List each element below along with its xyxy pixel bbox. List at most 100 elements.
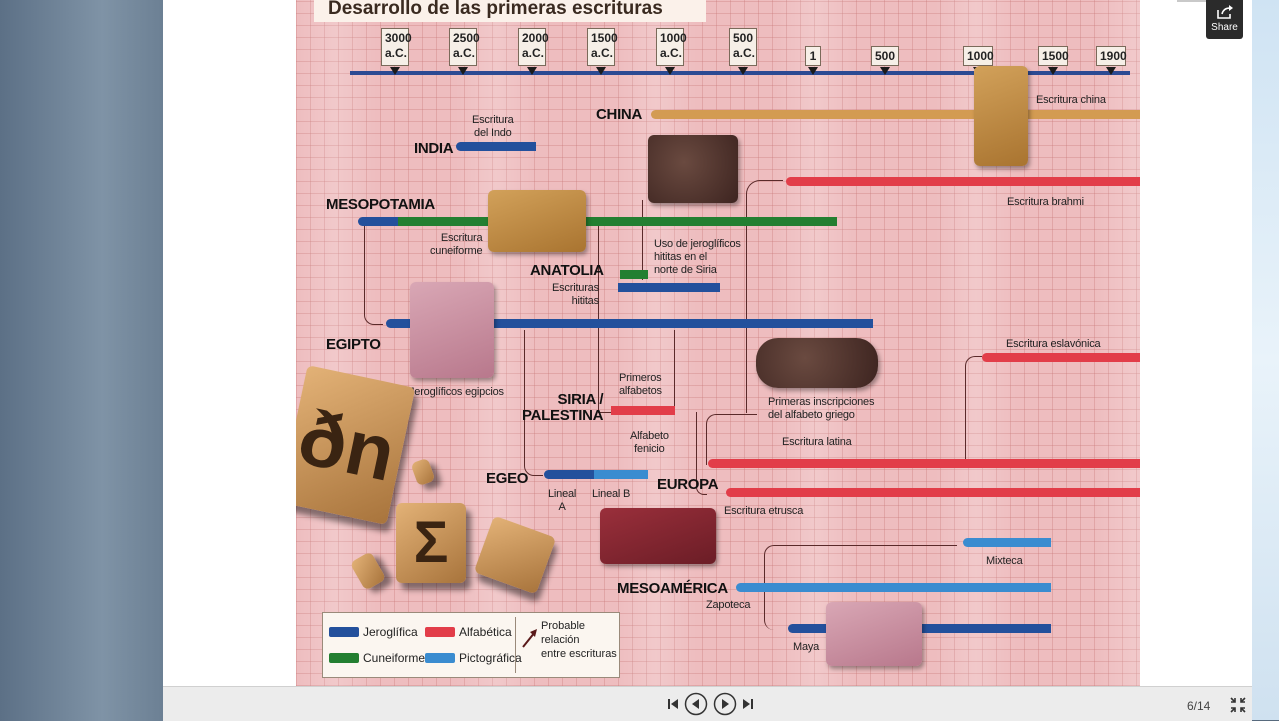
relation-line-siria-europa [696,412,707,495]
mesopotamia-cuneiform-bar [398,217,837,226]
anatolia-green-bar [620,270,648,279]
note-escritura-cuneiforme: Escritura cuneiforme [430,232,483,257]
mixteca-bar [963,538,1051,547]
region-label-egeo: EGEO [486,470,529,487]
note-lineal-a: Lineal A [548,488,577,513]
legend-divider [515,617,516,673]
egeo-lineal-b-bar [594,470,648,479]
first-slide-icon[interactable] [667,697,679,711]
greek-inscription-artifact [756,338,878,388]
share-label: Share [1211,22,1238,33]
egipto-bar [386,319,873,328]
tick-label: 1000 a.C. [660,31,687,60]
india-bar [456,142,536,151]
region-label-siria-palestina: SIRIA / PALESTINA [522,391,604,424]
exit-fullscreen-icon[interactable] [1230,697,1246,713]
note-primeros-alfabetos: Primeros alfabetos [619,372,662,397]
region-label-china: CHINA [596,106,642,123]
tick-500: 500 [871,46,899,75]
relation-line-egipto-siria [674,330,676,410]
tick-label: 2000 a.C. [522,31,549,60]
note-escritura-china: Escritura china [1036,94,1106,106]
mesopotamian-tablet-artifact [648,135,738,203]
relation-line-mesopotamia-egipto [364,226,383,325]
tick-label: 3000 a.C. [385,31,412,60]
next-slide-button[interactable] [713,692,737,716]
region-label-europa: EUROPA [657,476,719,493]
etrusca-bar [726,488,1140,497]
letter-tile-3 [473,515,557,595]
region-label-mesopotamia: MESOPOTAMIA [326,196,435,213]
letter-tile-5 [410,457,436,487]
letter-tile-1: ðn [296,365,416,525]
share-button[interactable]: Share [1206,0,1243,39]
tick-1: 1 [805,46,821,75]
previous-slide-button[interactable] [684,692,708,716]
note-jeroglificos-egipcios: Jeroglíficos egipcios [409,386,504,398]
region-label-india: INDIA [414,140,454,157]
latina-bar [708,459,1140,468]
legend-label-relacion: Probable relación entre escrituras [541,620,617,660]
china-bar [651,110,1140,119]
note-escritura-brahmi: Escritura brahmi [1007,196,1084,208]
letter-tile-sigma: Σ [396,503,466,583]
legend-swatch-jeroglifica [329,627,359,637]
note-escritura-eslavonica: Escritura eslavónica [1006,338,1101,350]
tick-2500-ac: 2500 a.C. [449,28,480,75]
page-indicator: 6/14 [1187,699,1211,713]
note-maya: Maya [793,641,820,653]
zapoteca-bar [736,583,1051,592]
legend-label-alfabetica: Alfabética [459,625,512,639]
legend-swatch-cuneiforme [329,653,359,663]
note-alfabeto-fenicio: Alfabeto fenicio [630,430,669,455]
tick-3000-ac: 3000 a.C. [381,28,412,75]
tick-label: 1500 a.C. [591,31,618,60]
tick-2000-ac: 2000 a.C. [518,28,549,75]
tick-label: 500 [875,49,896,63]
relation-line-egipto-egeo [524,330,543,476]
note-zapoteca: Zapoteca [706,599,751,611]
letter-tiles-decoration: ðn Σ [296,365,576,615]
region-label-mesoamerica: MESOAMÉRICA [617,580,728,597]
region-label-egipto: EGIPTO [326,336,381,353]
mesopotamia-blue-bar [358,217,398,226]
writing-timeline-infographic: Desarrollo de las primeras escrituras 30… [296,0,1140,686]
tick-label: 1900 [1100,49,1127,63]
note-escritura-latina: Escritura latina [782,436,852,448]
legend-swatch-pictografica [425,653,455,663]
egeo-lineal-a-bar [544,470,594,479]
tick-1000-ac: 1000 a.C. [656,28,687,75]
etruscan-inscription-artifact [600,508,716,564]
presentation-toolbar [163,686,1252,721]
tick-label: 500 a.C. [733,31,756,60]
legend: Jeroglífica Alfabética Cuneiforme Pictog… [322,612,620,678]
tick-1500: 1500 [1038,46,1069,75]
relation-line-eslavonica [965,356,982,461]
eslavonica-bar [982,353,1140,362]
tick-500-ac: 500 a.C. [729,28,757,75]
share-icon [1217,5,1233,19]
note-mixteca: Mixteca [986,555,1023,567]
note-lineal-b: Lineal B [592,488,631,500]
note-jeroglificos-hititas: Uso de jeroglíficos hititas en el norte … [654,238,741,276]
note-escritura-indo: Escritura del Indo [472,114,514,139]
maya-glyph-artifact [826,602,922,666]
note-escritura-etrusca: Escritura etrusca [724,505,804,517]
right-side-panel [1252,0,1279,720]
tick-label: 1000 [967,49,994,63]
chinese-script-artifact [974,66,1028,166]
region-label-anatolia: ANATOLIA [530,262,604,279]
relation-arrow-icon [522,629,537,648]
legend-label-jeroglifica: Jeroglífica [363,625,418,639]
tick-1500-ac: 1500 a.C. [587,28,618,75]
last-slide-icon[interactable] [742,697,754,711]
infographic-title: Desarrollo de las primeras escrituras [314,0,706,22]
letter-tile-4 [349,551,387,591]
tick-1000: 1000 [963,46,994,75]
note-escrituras-hititas: Escrituras hititas [552,282,599,307]
legend-label-pictografica: Pictográfica [459,651,522,665]
cuneiform-tablet-artifact [488,190,586,252]
tick-label: 1500 [1042,49,1069,63]
tick-1900: 1900 [1096,46,1127,75]
egyptian-hieroglyph-artifact [410,282,494,378]
